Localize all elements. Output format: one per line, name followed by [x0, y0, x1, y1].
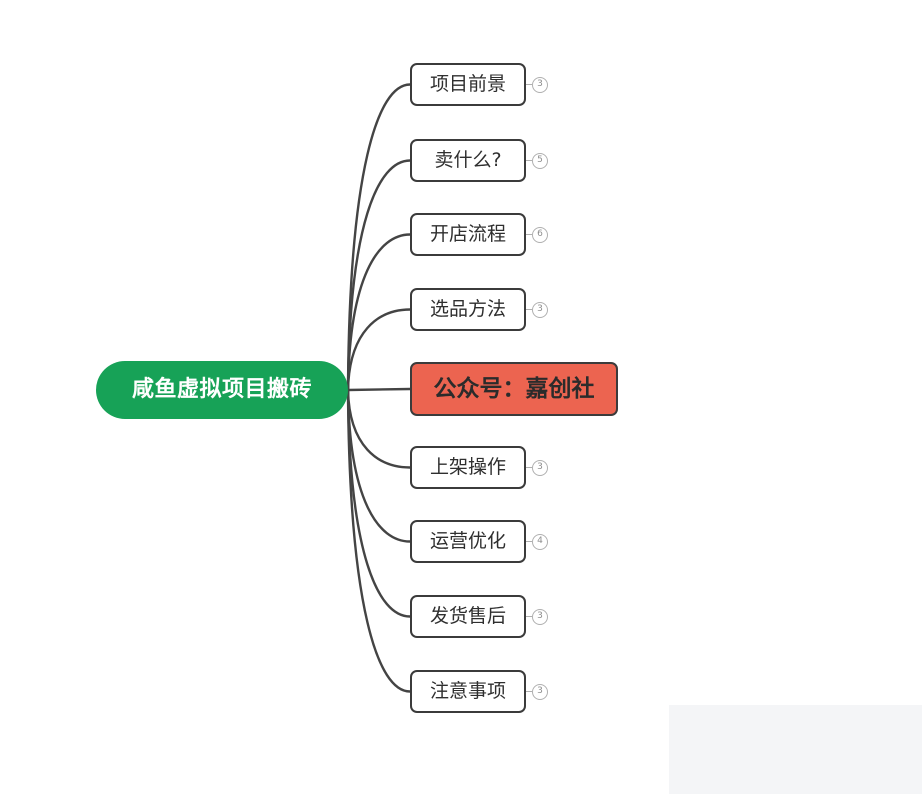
edge-to-branch-6 [346, 388, 412, 469]
branch-badge-4[interactable]: 3 [526, 301, 548, 318]
badge-stub [526, 159, 532, 162]
branch-node-label: 开店流程 [429, 223, 506, 245]
branch-node-label: 发货售后 [429, 605, 506, 627]
branch-node-label: 注意事项 [429, 680, 506, 702]
badge-stub [526, 690, 532, 693]
badge-count: 3 [532, 608, 548, 625]
edge-to-branch-7 [346, 388, 412, 543]
branch-node-7[interactable]: 运营优化 [410, 520, 526, 563]
branch-badge-9[interactable]: 3 [526, 683, 548, 700]
badge-count: 3 [532, 301, 548, 318]
badge-count: 3 [532, 459, 548, 476]
badge-count: 5 [532, 152, 548, 169]
branch-node-label: 公众号：嘉创社 [433, 375, 595, 402]
branch-node-4[interactable]: 选品方法 [410, 288, 526, 331]
badge-stub [526, 83, 532, 86]
branch-badge-8[interactable]: 3 [526, 608, 548, 625]
badge-stub [526, 540, 532, 543]
branch-node-2[interactable]: 卖什么? [410, 139, 526, 182]
edge-to-branch-2 [346, 159, 412, 392]
bottom-right-panel [669, 705, 922, 794]
branch-node-label: 卖什么? [434, 149, 502, 171]
edge-to-branch-1 [346, 83, 412, 392]
badge-stub [526, 466, 532, 469]
branch-node-6[interactable]: 上架操作 [410, 446, 526, 489]
branch-badge-2[interactable]: 5 [526, 152, 548, 169]
branch-node-3[interactable]: 开店流程 [410, 213, 526, 256]
branch-badge-1[interactable]: 3 [526, 76, 548, 93]
branch-node-1[interactable]: 项目前景 [410, 63, 526, 106]
root-node-label: 咸鱼虚拟项目搬砖 [131, 377, 312, 402]
root-node[interactable]: 咸鱼虚拟项目搬砖 [96, 361, 348, 419]
edge-to-branch-3 [346, 233, 412, 392]
branch-node-label: 选品方法 [429, 298, 506, 320]
branch-badge-7[interactable]: 4 [526, 533, 548, 550]
branch-node-label: 上架操作 [429, 456, 506, 478]
branch-node-label: 运营优化 [429, 530, 506, 552]
branch-node-label: 项目前景 [429, 73, 506, 95]
branch-badge-6[interactable]: 3 [526, 459, 548, 476]
edge-to-branch-4 [346, 308, 412, 392]
branch-node-8[interactable]: 发货售后 [410, 595, 526, 638]
badge-count: 3 [532, 76, 548, 93]
badge-stub [526, 615, 532, 618]
badge-count: 6 [532, 226, 548, 243]
branch-badge-3[interactable]: 6 [526, 226, 548, 243]
badge-count: 3 [532, 683, 548, 700]
edge-to-branch-5 [346, 387, 412, 392]
branch-node-5[interactable]: 公众号：嘉创社 [410, 362, 618, 416]
edge-to-branch-9 [346, 388, 412, 693]
branch-node-9[interactable]: 注意事项 [410, 670, 526, 713]
badge-stub [526, 233, 532, 236]
edge-to-branch-8 [346, 388, 412, 618]
badge-stub [526, 308, 532, 311]
badge-count: 4 [532, 533, 548, 550]
